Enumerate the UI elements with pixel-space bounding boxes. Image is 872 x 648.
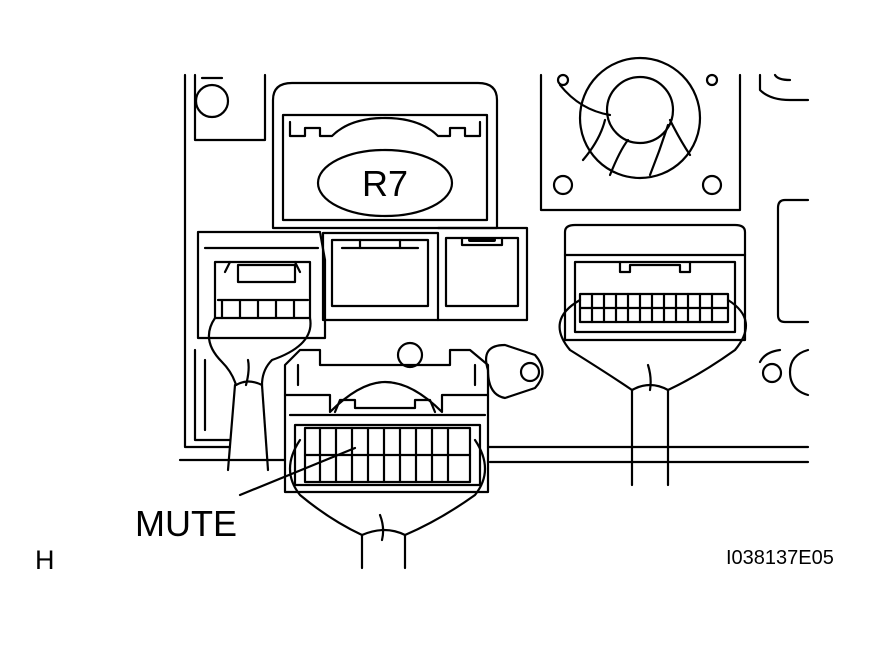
mounting-hole-top-left [194, 76, 230, 119]
wire-harness-right [558, 298, 748, 487]
wire-harness-mute [288, 438, 487, 570]
figure-id: I038137E05 [726, 547, 834, 569]
connector-center-small [321, 231, 440, 322]
connector-right-small [436, 226, 529, 322]
mute-callout-label: MUTE [135, 503, 237, 544]
connector-left [196, 230, 327, 340]
connector-r7-label: R7 [362, 163, 408, 204]
wire-harness-left [207, 316, 312, 472]
mounting-bracket [396, 341, 544, 400]
panel-right-edge [758, 198, 810, 397]
connector-mute [283, 348, 490, 494]
cooling-fan [539, 56, 742, 212]
connector-right-large [563, 223, 747, 342]
mounting-hole-top-right [758, 73, 810, 102]
connector-r7 [271, 81, 499, 230]
housing-panel [178, 73, 810, 464]
corner-letter: H [35, 545, 55, 575]
mute-leader-line [238, 446, 357, 497]
